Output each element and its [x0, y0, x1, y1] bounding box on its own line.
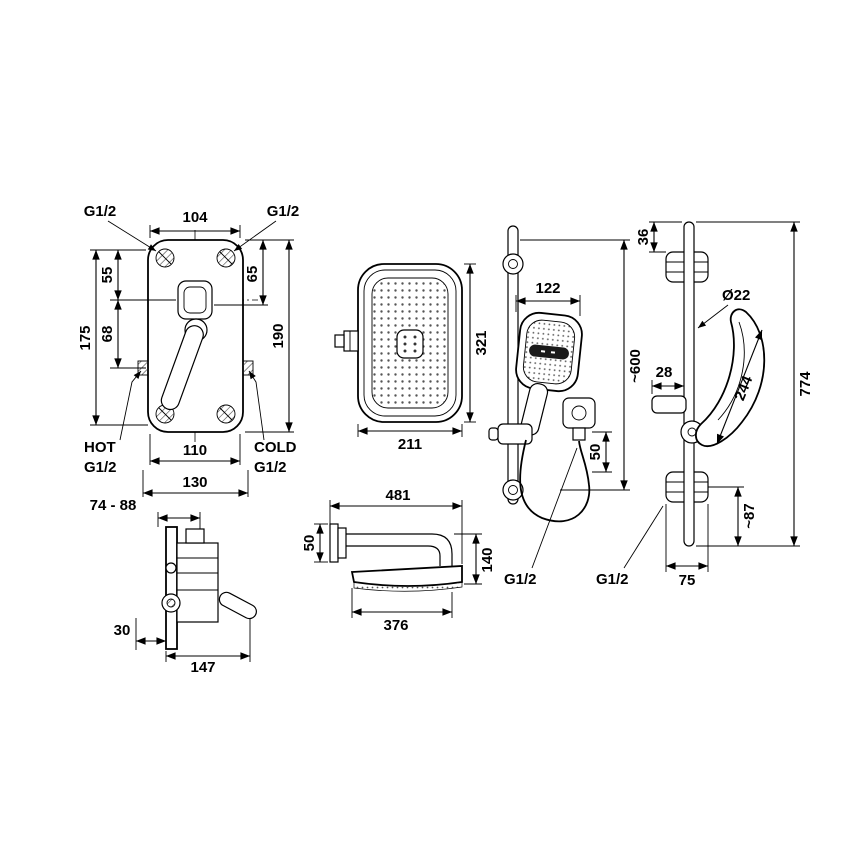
dim-50-arm-label: 50: [301, 535, 318, 552]
dim-130-label: 130: [182, 474, 207, 491]
dim-36-label: 36: [635, 229, 652, 246]
shower-hose: [519, 439, 591, 523]
rail-bottom-mount: [502, 479, 524, 501]
dim-190-label: 190: [270, 323, 287, 348]
shower-head-front-view: 321 211: [334, 263, 490, 453]
cold-label: COLD: [254, 439, 297, 456]
mode-slider: [529, 344, 569, 360]
thread-leader-line: [531, 447, 578, 569]
dim-175-label: 175: [77, 325, 94, 350]
cold-thread-label: G1/2: [254, 459, 287, 476]
dim-481-label: 481: [385, 487, 410, 504]
thread-top-left-label: G1/2: [84, 203, 117, 220]
shower-arm-side-view: 481 50 140 376: [301, 487, 496, 634]
dim-600-label: ~600: [627, 349, 644, 383]
mixer-side-lever: [218, 591, 257, 620]
center-nozzle: [396, 329, 424, 359]
dim-140-label: 140: [479, 547, 496, 572]
hand-shower-rail-view: 122 ~600 50 G1/2: [488, 225, 644, 588]
dim-75-label: 75: [679, 572, 696, 589]
cold-inlet-stub: [242, 360, 254, 376]
hand-shower-head: [515, 311, 583, 393]
thread-leader-line: [623, 505, 664, 569]
dim-147-label: 147: [190, 659, 215, 676]
thread-top-right-label: G1/2: [267, 203, 300, 220]
shower-arm-pipe: [346, 533, 453, 566]
dim-28-label: 28: [656, 364, 673, 381]
head-side-profile: [350, 565, 463, 587]
wall-plate: [165, 526, 178, 650]
dim-87-label: ~87: [741, 503, 758, 528]
slide-bar-view: 36 Ø22 28 244 774 ~87 75 G1/2: [596, 221, 814, 589]
dim-55-label: 55: [99, 267, 116, 284]
hot-label: HOT: [84, 439, 116, 456]
dim-376-label: 376: [383, 617, 408, 634]
hand-shower-thread-label: G1/2: [504, 571, 537, 588]
wall-water-elbow: [562, 397, 596, 429]
hot-leader-line: [119, 370, 142, 441]
valve-body: [176, 542, 219, 623]
dim-211-label: 211: [398, 436, 422, 453]
dim-110-label: 110: [183, 442, 207, 459]
dim-321-label: 321: [473, 330, 490, 355]
head-spray-strip: [353, 581, 463, 592]
dim-68-label: 68: [99, 326, 116, 343]
slide-bar: [683, 221, 695, 547]
dim-104-label: 104: [182, 209, 208, 226]
slide-bar-thread-label: G1/2: [596, 571, 629, 588]
wall-escutcheon: [329, 523, 339, 563]
dim-d22-label: Ø22: [722, 287, 750, 304]
diameter-leader-line: [697, 304, 729, 329]
dim-774-label: 774: [797, 371, 814, 397]
head-bracket: [343, 330, 359, 352]
dim-30-label: 30: [114, 622, 131, 639]
rail-top-mount: [502, 253, 524, 275]
cartridge-screw: [165, 562, 177, 574]
hand-shower-side-profile: [694, 308, 766, 448]
cold-leader-line: [248, 370, 265, 441]
dim-74-88-label: 74 - 88: [90, 497, 137, 514]
mixer-lever: [160, 325, 204, 411]
dim-50-hose-label: 50: [587, 444, 604, 461]
rail-slider-bracket: [497, 423, 533, 445]
mixer-front-view: 104 G1/2 G1/2 55 68 175 65 190 110 130 H…: [77, 203, 299, 497]
mixer-side-view: 74 - 88 30 147: [90, 497, 257, 676]
dim-65-label: 65: [244, 266, 261, 283]
hot-thread-label: G1/2: [84, 459, 117, 476]
dim-122-label: 122: [535, 280, 560, 297]
holder-knob: [651, 395, 687, 414]
